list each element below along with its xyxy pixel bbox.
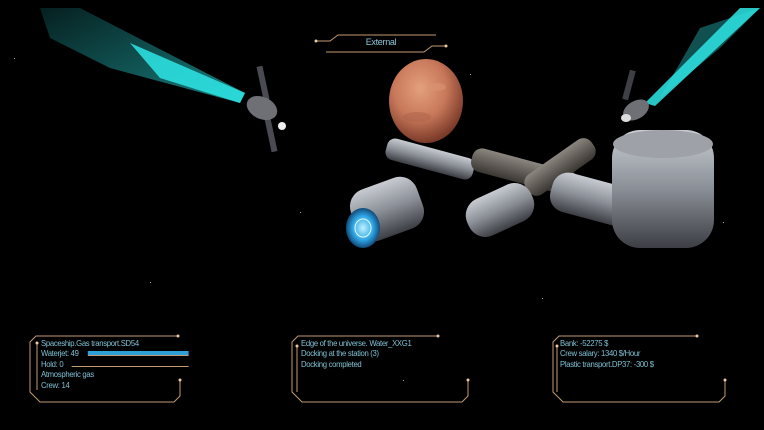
panel-frame: [552, 334, 727, 403]
hold-row: Hold: 0: [41, 358, 189, 369]
star: [150, 282, 151, 283]
waterjet-bar: [87, 351, 189, 356]
transaction-line: Plastic transport.DP37: -300 $: [560, 358, 654, 369]
space-station: [346, 130, 714, 248]
star: [542, 298, 543, 299]
cargo-type: Atmospheric gas: [41, 369, 94, 380]
camera-view-text: External: [365, 37, 397, 47]
star: [300, 212, 301, 213]
star: [470, 74, 471, 75]
title-frame: [314, 34, 448, 53]
gas-plume-left: [40, 8, 245, 103]
hold-label: Hold: 0: [41, 358, 64, 369]
ship-name: Spaceship.Gas transport.SD54: [41, 338, 139, 348]
panel-frame: [291, 334, 470, 403]
waterjet-label: Waterjet: 49: [41, 348, 79, 359]
gas-plume-right: [645, 8, 760, 106]
panel-frame: [29, 334, 182, 403]
bank-balance: Bank: -52275 $: [560, 338, 609, 348]
crew-count: Crew: 14: [41, 379, 70, 390]
hold-bar-track: [71, 365, 189, 367]
waterjet-row: Waterjet: 49: [41, 348, 189, 359]
ship-status-panel: Spaceship.Gas transport.SD54 Waterjet: 4…: [24, 332, 220, 408]
planet-mars: [389, 59, 463, 143]
camera-view-label[interactable]: External: [314, 34, 448, 54]
location-line-1: Edge of the universe. Water_XXG1: [301, 338, 412, 348]
crew-salary: Crew salary: 1340 $/Hour: [560, 348, 641, 359]
location-line-2: Docking at the station (3): [301, 348, 379, 359]
waterjet-bar-track: [87, 355, 189, 357]
finance-panel: Bank: -52275 $ Crew salary: 1340 $/Hour …: [547, 332, 743, 408]
star: [723, 222, 724, 223]
spaceship-right: [621, 70, 649, 122]
location-panel: Edge of the universe. Water_XXG1 Docking…: [286, 332, 482, 408]
spaceship-left: [246, 65, 286, 153]
star: [14, 58, 15, 59]
location-line-3: Docking completed: [301, 358, 362, 369]
star: [403, 380, 404, 381]
